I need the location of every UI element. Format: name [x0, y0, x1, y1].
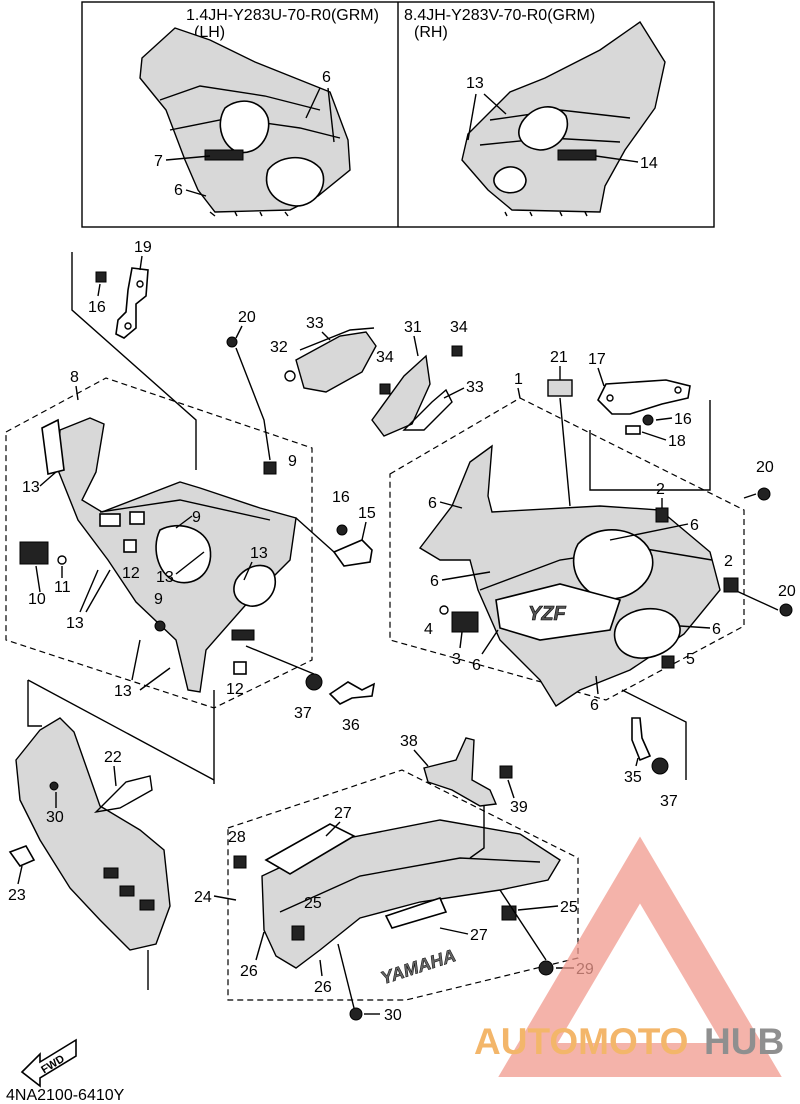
callout-15: 15: [358, 505, 376, 522]
callout-3: 3: [452, 651, 461, 668]
callout-12-b: 12: [226, 681, 244, 698]
callout-16-c: 16: [674, 411, 692, 428]
watermark-logo: AUTOMOTO HUB: [474, 836, 784, 1077]
callout-6-b: 6: [690, 517, 699, 534]
callout-13-c: 13: [250, 545, 268, 562]
callout-26-b: 26: [314, 979, 332, 996]
callout-13-d: 13: [66, 615, 84, 632]
callout-6-d: 6: [712, 621, 721, 638]
callout-18: 18: [668, 433, 686, 450]
callout-1: 1: [514, 371, 523, 388]
callout-5: 5: [686, 651, 695, 668]
callout-22: 22: [104, 749, 122, 766]
yamaha-decal: YAMAHA: [378, 945, 458, 988]
callout-6-a: 6: [428, 495, 437, 512]
yzf-decal: YZF: [528, 603, 567, 625]
callout-9-b: 9: [154, 591, 163, 608]
callout-6-e: 6: [472, 657, 481, 674]
inner-panel-22: [15, 717, 171, 951]
callout-8: 8: [70, 369, 79, 386]
watermark-text-part2: HUB: [704, 1021, 784, 1062]
callout-35: 35: [624, 769, 642, 786]
rh-variant-side: (RH): [414, 24, 448, 41]
fwd-arrow-icon: FWD: [20, 1038, 77, 1088]
callout-13-top: 13: [466, 75, 484, 92]
lh-side-cowling-drawing: [139, 27, 351, 217]
callout-13-b: 13: [156, 569, 174, 586]
callout-7: 7: [154, 153, 163, 170]
stay-36: [328, 681, 376, 705]
upper-cowling-assy: YZF: [418, 444, 721, 707]
callout-28: 28: [228, 829, 246, 846]
callout-2-b: 2: [724, 553, 733, 570]
callout-16-a: 16: [88, 299, 106, 316]
callout-27-a: 27: [334, 805, 352, 822]
grommet-23: [8, 845, 36, 867]
callout-26-a: 26: [240, 963, 258, 980]
callout-20-c: 20: [778, 583, 796, 600]
lh-variant-code: 1.4JH-Y283U-70-R0(GRM): [186, 7, 379, 24]
callout-24: 24: [194, 889, 212, 906]
callout-30-a: 30: [46, 809, 64, 826]
inner-panel-33: [295, 327, 377, 393]
callout-33-b: 33: [466, 379, 484, 396]
callout-9-a: 9: [192, 509, 201, 526]
callout-9-c: 9: [288, 453, 297, 470]
callout-25-a: 25: [304, 895, 322, 912]
stay-15: [332, 539, 373, 567]
callout-36: 36: [342, 717, 360, 734]
stay-35: [631, 717, 652, 762]
callout-16-b: 16: [332, 489, 350, 506]
callout-13-a: 13: [22, 479, 40, 496]
callout-12-a: 12: [122, 565, 140, 582]
callout-20-a: 20: [238, 309, 256, 326]
grommet-21: [547, 379, 573, 397]
callout-20-b: 20: [756, 459, 774, 476]
callout-6-f: 6: [590, 697, 599, 714]
callout-14: 14: [640, 155, 658, 172]
callout-4: 4: [424, 621, 433, 638]
rh-variant-code: 8.4JH-Y283V-70-R0(GRM): [404, 7, 595, 24]
callout-6-c: 6: [430, 573, 439, 590]
callout-38: 38: [400, 733, 418, 750]
watermark-text-part1: AUTOMOTO: [474, 1021, 688, 1062]
callout-10: 10: [28, 591, 46, 608]
callout-11: 11: [54, 579, 71, 596]
grommet-37-right: [651, 757, 669, 775]
grommet-37-left: [305, 673, 323, 691]
callout-19: 19: [134, 239, 152, 256]
callout-31: 31: [404, 319, 422, 336]
callout-37-a: 37: [294, 705, 312, 722]
callout-2-a: 2: [656, 481, 665, 498]
callout-17: 17: [588, 351, 606, 368]
callout-23: 23: [8, 887, 26, 904]
damper-10: [19, 541, 49, 565]
callout-27-b: 27: [470, 927, 488, 944]
stay-bracket-19: [95, 267, 149, 339]
callout-6-top-a: 6: [322, 69, 331, 86]
callout-34-b: 34: [376, 349, 394, 366]
callout-33-a: 33: [306, 315, 324, 332]
rh-side-cowling-drawing: [461, 21, 666, 217]
diagram-code: 4NA2100-6410Y: [6, 1087, 125, 1104]
damper-3: [451, 611, 479, 633]
callout-30-b: 30: [384, 1007, 402, 1024]
callout-39: 39: [510, 799, 528, 816]
callout-6-top-b: 6: [174, 182, 183, 199]
inner-bracket-31: [371, 354, 453, 437]
watermark-triangle-icon: [498, 836, 782, 1077]
callout-37-b: 37: [660, 793, 678, 810]
callout-32: 32: [270, 339, 288, 356]
dashed-group-8: [5, 377, 313, 709]
left-side-cowling: [41, 417, 297, 693]
stay-bracket-17: [597, 379, 691, 415]
callout-13-e: 13: [114, 683, 132, 700]
stay-38: [423, 737, 498, 807]
callout-21: 21: [550, 349, 568, 366]
callout-25-b: 25: [560, 899, 578, 916]
callout-34-a: 34: [450, 319, 468, 336]
